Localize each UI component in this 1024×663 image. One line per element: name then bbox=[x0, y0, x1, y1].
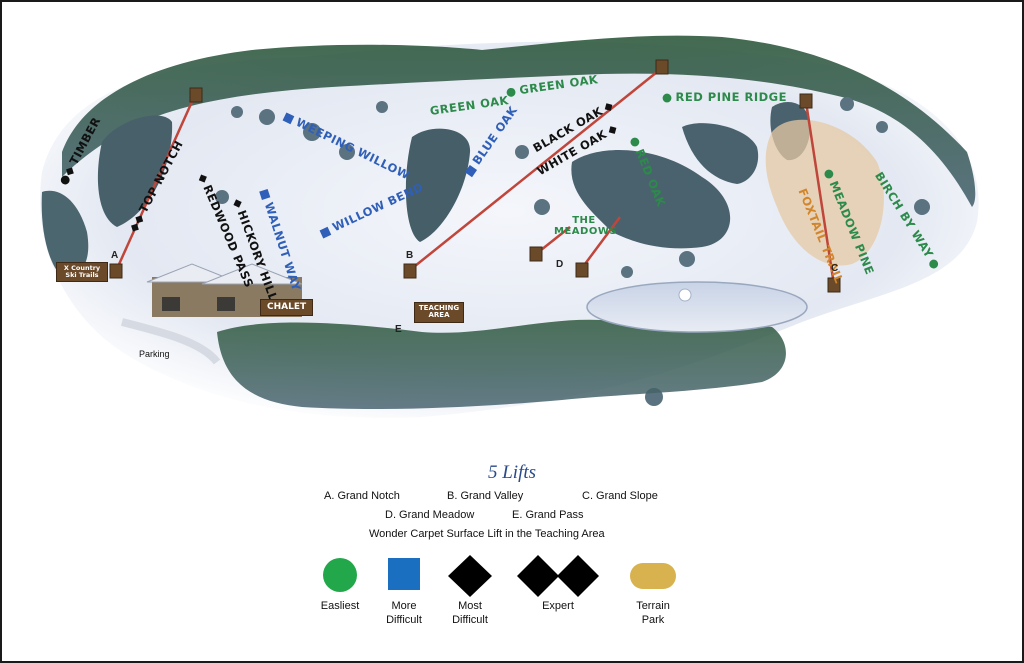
legend-label-most-difficult: Most Difficult bbox=[452, 600, 488, 627]
legend-label-terrain-park: Terrain Park bbox=[636, 600, 670, 627]
map-illustration bbox=[40, 35, 979, 418]
glade-red-pine bbox=[682, 123, 759, 184]
fountain bbox=[678, 288, 692, 302]
scattered-trees bbox=[215, 97, 930, 406]
chalet-sign: CHALET bbox=[260, 299, 314, 317]
legend-lift-d: D. Grand Meadow bbox=[385, 509, 475, 521]
legend-lift-a: A. Grand Notch bbox=[324, 490, 400, 502]
most-difficult-icon bbox=[448, 555, 492, 597]
pond bbox=[586, 281, 808, 333]
lift-marker-a: A bbox=[111, 250, 119, 261]
trail-difficulty-icon: ● bbox=[505, 83, 518, 99]
legend-lift-e: E. Grand Pass bbox=[512, 509, 584, 521]
top-treeline bbox=[62, 35, 976, 207]
glade-green-oak bbox=[405, 128, 471, 242]
trail-map: ●◆TIMBER ◆◆TOP NOTCH ◆REDWOOD PASS ◆HICK… bbox=[2, 2, 1022, 442]
teaching-area-sign: TEACHING AREA bbox=[414, 302, 464, 323]
parking-road bbox=[121, 318, 221, 365]
legend-lift-b: B. Grand Valley bbox=[447, 490, 524, 502]
lift-marker-b: B bbox=[406, 250, 414, 261]
lift-marker-d: D bbox=[556, 259, 564, 270]
legend-carpet-note: Wonder Carpet Surface Lift in the Teachi… bbox=[369, 528, 605, 540]
lift-marker-e: E bbox=[395, 324, 402, 335]
cross-country-sign: X Country Ski Trails bbox=[56, 262, 108, 282]
legend-label-more-difficult: More Difficult bbox=[386, 600, 422, 627]
terrain-park-icon bbox=[630, 563, 676, 589]
glade-red-oak bbox=[571, 150, 731, 249]
legend-label-easiest: Easliest bbox=[320, 600, 360, 612]
legend-lift-c: C. Grand Slope bbox=[582, 490, 658, 502]
trail-difficulty-icon: ■ bbox=[257, 186, 275, 202]
trail-difficulty-icon: ● bbox=[662, 90, 673, 104]
expert-icon-left bbox=[517, 555, 559, 597]
legend-title: 5 Lifts bbox=[487, 462, 537, 483]
lift-lines bbox=[114, 67, 836, 286]
more-difficult-icon bbox=[388, 558, 420, 590]
legend-symbols bbox=[323, 555, 676, 597]
glade-timber bbox=[97, 115, 173, 227]
easiest-icon bbox=[323, 558, 357, 592]
bottom-forest bbox=[217, 319, 786, 410]
trail-label-red-pine-ridge: ●RED PINE RIDGE bbox=[662, 90, 787, 104]
lift-marker-c: C bbox=[831, 263, 839, 274]
expert-icon-right bbox=[557, 555, 599, 597]
glade-left-edge bbox=[41, 190, 89, 277]
parking-label: Parking bbox=[139, 349, 170, 359]
terrain-park-zone bbox=[765, 119, 884, 266]
legend-label-expert: Expert bbox=[542, 600, 574, 612]
trail-label-the-meadows: THE MEADOWS bbox=[554, 215, 618, 237]
lift-terminals bbox=[109, 59, 841, 293]
